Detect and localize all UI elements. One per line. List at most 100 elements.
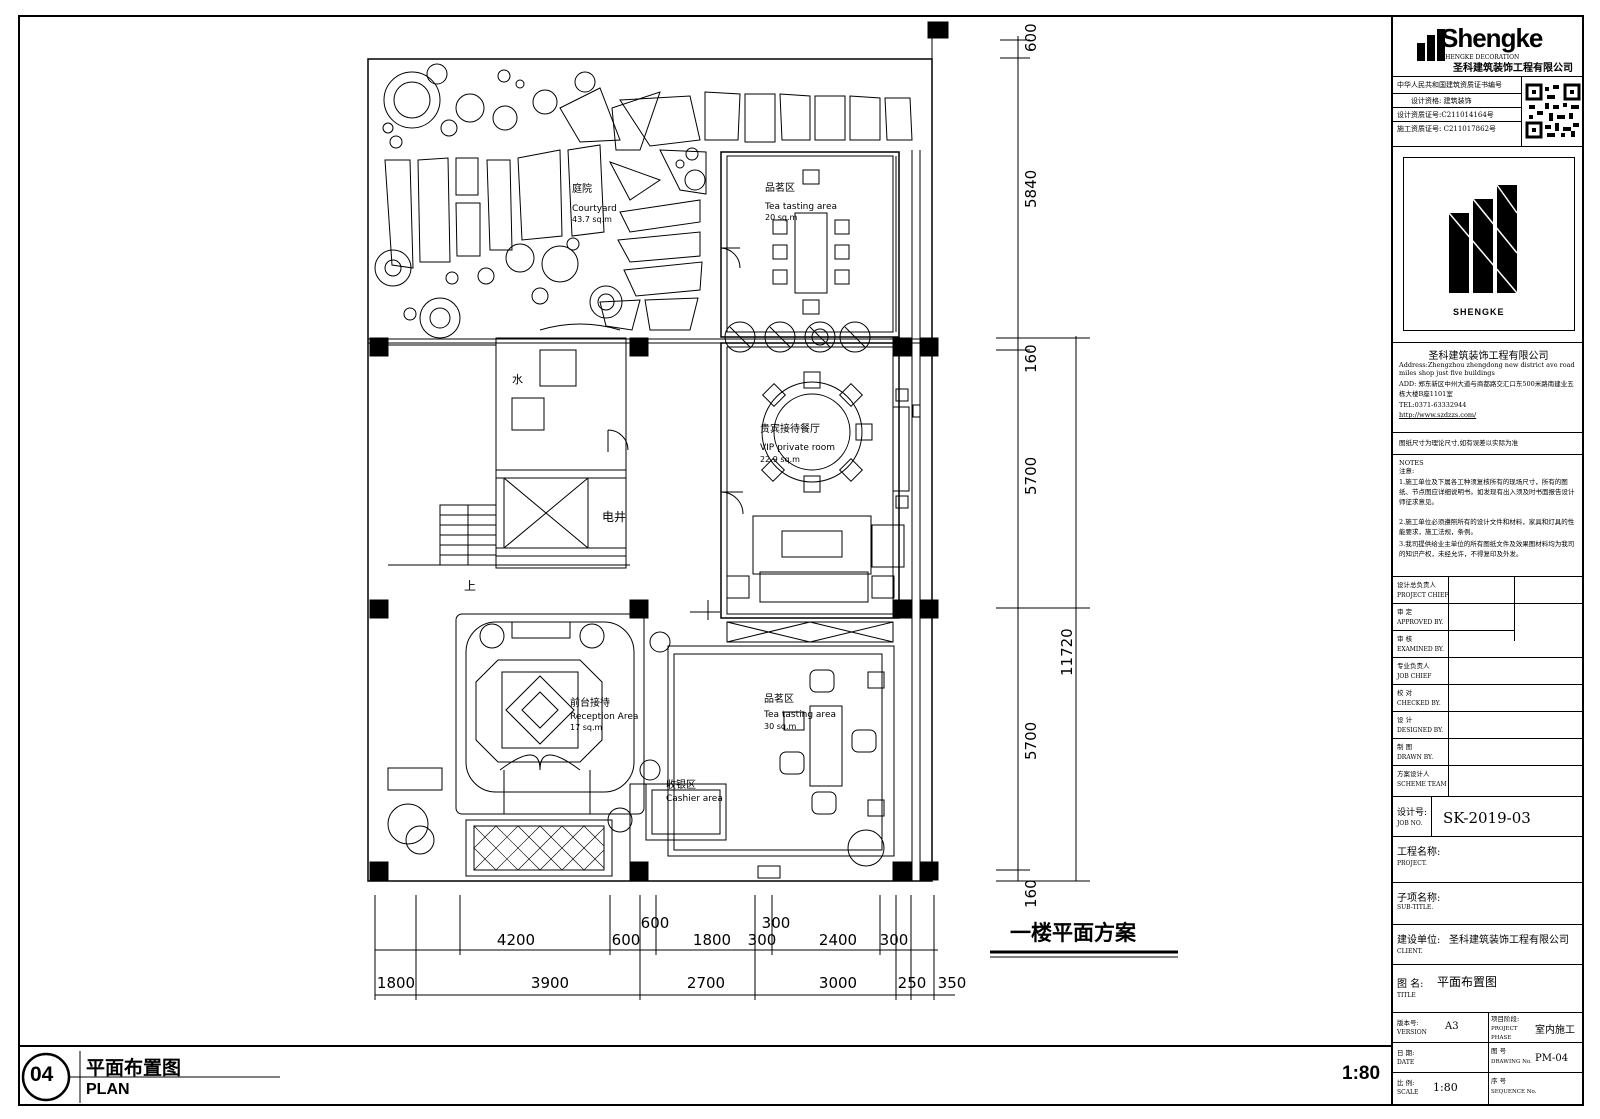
tea2-label-en: Tea tasting area: [763, 710, 836, 720]
sign-label-cn: 设计总负责人: [1397, 581, 1436, 589]
notes-sub: 注意:: [1399, 467, 1415, 475]
date-row: 日 期: DATE 图 号 DRAWING No. PM-04: [1393, 1043, 1584, 1073]
scale-label-en: SCALE: [1397, 1089, 1419, 1096]
dim-right-5: 160: [1022, 879, 1040, 908]
dim-right-4: 5700: [1022, 722, 1040, 760]
notes-header: NOTES: [1399, 459, 1424, 467]
sheet-title-cn: 平面布置图: [86, 1057, 182, 1079]
brand-mark-panel: SHENGKE: [1393, 147, 1584, 343]
tea-chairs-2: [779, 669, 885, 817]
scale-value: 1:80: [1433, 1081, 1458, 1094]
subtitle-label-cn: 子项名称:: [1397, 893, 1441, 904]
sign-label-cn: 设 计: [1397, 716, 1413, 724]
sign-label-cn: 方案设计人: [1397, 770, 1430, 778]
project-row: 工程名称: PROJECT.: [1393, 837, 1584, 883]
website-link[interactable]: http://www.szdzzs.com/: [1399, 411, 1477, 419]
tea1-label-cn: 品茗区: [765, 182, 795, 194]
title-value: 平面布置图: [1437, 975, 1498, 989]
client-label-cn: 建设单位:: [1397, 935, 1441, 946]
sign-label-cn: 专业负责人: [1397, 662, 1430, 670]
dim-b1-3: 1800: [693, 931, 731, 949]
sheet-title-en: PLAN: [86, 1081, 130, 1098]
notes-block: NOTES 注意: 1.施工单位及下属各工种须复核所有的现场尺寸，所有的图纸、节…: [1393, 455, 1584, 577]
cert-2: 设计资质证号:C211014164号: [1397, 111, 1494, 119]
sign-row: 校 对 CHECKED BY.: [1393, 685, 1584, 712]
job-label-en: JOB NO.: [1397, 820, 1423, 827]
sequence-label-en: SEQUENCE No.: [1491, 1089, 1537, 1095]
project-label-en: PROJECT.: [1397, 860, 1427, 867]
tea1-area: 20 sq.m: [765, 213, 798, 222]
vertical-dimensions: [996, 36, 1090, 882]
version-label-cn: 版本号:: [1397, 1019, 1419, 1027]
sign-row: 设计总负责人 PROJECT CHIEF: [1393, 577, 1584, 604]
entrance-rug: [465, 819, 613, 877]
note-1: 1.施工单位及下属各工种须复核所有的现场尺寸，所有的图纸、节点图应详细说明书。如…: [1399, 478, 1575, 506]
courtyard-plants: [374, 63, 706, 339]
title-block: Shengke SHENGKE DECORATION 圣科建筑装饰工程有限公司 …: [1391, 15, 1584, 1106]
sign-label-en: JOB CHIEF: [1397, 673, 1432, 680]
brand-name: Shengke: [1441, 23, 1543, 53]
sign-row: 设 计 DESIGNED BY.: [1393, 712, 1584, 739]
version-value: A3: [1445, 1021, 1459, 1032]
reception-label-cn: 前台接待: [570, 696, 610, 709]
company-name: 圣科建筑装饰工程有限公司: [1453, 63, 1573, 74]
dim-b2-1: 3900: [531, 974, 569, 992]
project-label-cn: 工程名称:: [1397, 847, 1441, 858]
round-dining-table: [761, 381, 863, 483]
scale-row: 比 例: SCALE 1:80 序 号 SEQUENCE No.: [1393, 1073, 1584, 1104]
dim-b1-2: 600: [641, 914, 670, 932]
sign-row: 审 定 APPROVED BY.: [1393, 604, 1514, 631]
dim-b2-5: 350: [938, 974, 967, 992]
dim-b2-3: 3000: [819, 974, 857, 992]
phase-value: 室内施工: [1535, 1025, 1575, 1036]
job-number: SK-2019-03: [1443, 809, 1531, 827]
drawing-label-en: DRAWING No.: [1491, 1059, 1532, 1065]
stairs: [388, 504, 630, 566]
tea-room-2: [673, 653, 883, 851]
sign-label-en: DRAWN BY.: [1397, 754, 1434, 761]
vip-label-cn: 贵宾接待餐厅: [760, 422, 820, 435]
tea1-label-en: Tea tasting area: [764, 202, 837, 212]
dim-right-0: 600: [1022, 23, 1040, 52]
certification: 中华人民共和国建筑资质证书编号 设计资格: 建筑装饰 设计资质证号:C21101…: [1393, 77, 1584, 147]
dim-b1-5: 300: [762, 914, 791, 932]
sign-label-en: CHECKED BY.: [1397, 700, 1441, 707]
dim-b2-2: 2700: [687, 974, 725, 992]
note-2: 2.施工单位必须遵照所有的设计文件和材料，家具和灯具的性能要求，施工法规，条例。: [1399, 518, 1575, 536]
sign-label-cn: 审 核: [1397, 635, 1413, 643]
brand-sub: SHENGKE DECORATION: [1441, 54, 1520, 61]
courtyard-paving: [384, 87, 913, 331]
address-block: 圣科建筑装饰工程有限公司 Address:Zhengzhou zhengdong…: [1393, 343, 1584, 433]
sign-row: 方案设计人 SCHEME TEAM: [1393, 766, 1584, 797]
cert-3: 施工资质证号: C211017862号: [1397, 125, 1497, 133]
sign-label-en: APPROVED BY.: [1397, 619, 1444, 626]
signature-table: 设计总负责人 PROJECT CHIEF 审 定 APPROVED BY. 审 …: [1393, 577, 1584, 797]
plan-title: 一楼平面方案: [1010, 921, 1137, 945]
cashier-label-en: Cashier area: [666, 794, 723, 804]
client-label-en: CLIENT.: [1397, 948, 1423, 955]
sign-label-cn: 制 图: [1397, 743, 1413, 751]
phase-label-cn: 项目阶段:: [1491, 1015, 1520, 1023]
company-header: Shengke SHENGKE DECORATION 圣科建筑装饰工程有限公司: [1393, 15, 1584, 77]
title-label-en: TITLE: [1397, 992, 1416, 999]
sign-label-cn: 审 定: [1397, 608, 1413, 616]
cert-title: 中华人民共和国建筑资质证书编号: [1397, 81, 1502, 89]
job-number-row: 设计号: JOB NO. SK-2019-03: [1393, 797, 1584, 837]
shengke-logo-icon: [1417, 29, 1445, 61]
shaft-label: 电井: [602, 510, 626, 524]
dimension-note: 图纸尺寸为理论尺寸,如有误差以实际为准: [1393, 433, 1584, 455]
floor-plan: 庭院 Courtyard 43.7 sq.m 品茗区 Tea tasting a…: [367, 21, 1178, 1000]
drawing-label-cn: 图 号: [1491, 1047, 1507, 1055]
sheet-scale: 1:80: [1342, 1063, 1381, 1084]
dim-b1-1: 600: [612, 931, 641, 949]
vip-label-en: VIP private room: [760, 443, 835, 453]
sign-label-en: EXAMINED BY.: [1397, 646, 1445, 653]
tea2-area: 30 sq.m: [764, 722, 797, 731]
sequence-label-cn: 序 号: [1491, 1077, 1507, 1085]
dim-right-3: 5700: [1022, 457, 1040, 495]
drawing-sheet: [18, 15, 1584, 1106]
client-value: 圣科建筑装饰工程有限公司: [1449, 935, 1569, 946]
sign-label-cn: 校 对: [1397, 689, 1413, 697]
sofa-area: [752, 515, 872, 575]
date-label-en: DATE: [1397, 1059, 1415, 1066]
